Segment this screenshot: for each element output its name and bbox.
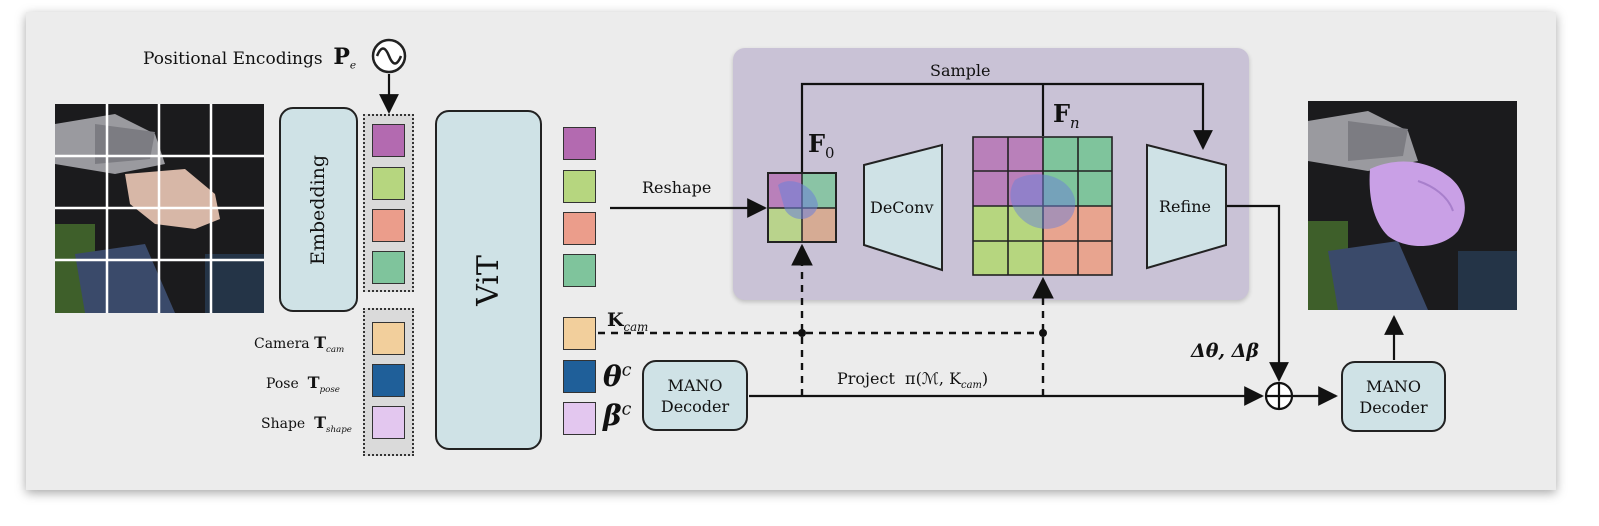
f0-feature-grid [767,172,837,243]
sample-label: Sample [930,61,991,80]
pose-token-label: Pose Tpose [266,373,340,395]
positional-encodings-label: Positional Encodings Pe [143,44,357,72]
f0-label: F0 [808,129,835,162]
deconv-label: DeConv [870,198,934,217]
refine-output-line [1227,204,1289,382]
output-token-purple [563,127,596,160]
output-token-teal [563,254,596,287]
pose-token [372,364,405,397]
shape-token-label: Shape Tshape [261,413,352,435]
camera-token [372,322,405,355]
patch-token-salmon [372,209,405,242]
reshape-label: Reshape [642,178,712,197]
patch-token-teal [372,251,405,284]
output-pose-token [563,360,596,393]
input-image [55,104,264,313]
beta-label: βc [603,399,632,432]
deconv-module-shape [863,143,943,272]
pe-symbol: P [333,44,350,70]
sample-line [800,82,1213,172]
delta-label: Δθ, Δβ [1191,340,1260,362]
mano-decoder-2: MANO Decoder [1341,361,1446,432]
mano-decoder-1: MANO Decoder [642,360,748,431]
refine-module-shape [1146,143,1227,270]
refine-label: Refine [1159,197,1211,216]
vit-module: ViT [435,110,542,450]
circled-plus-icon [1264,381,1294,411]
project-label: Project π(ℳ, Kcam) [837,369,989,392]
kcam-label: Kcam [607,309,649,334]
output-shape-token [563,402,596,435]
embedding-module: Embedding [279,107,358,312]
patch-token-purple [372,124,405,157]
output-image-drawing [1308,101,1517,310]
fn-label: Fn [1053,99,1080,132]
sine-wave-circle-icon [371,38,407,74]
output-camera-token [563,317,596,350]
patch-token-green [372,167,405,200]
output-token-salmon [563,212,596,245]
theta-label: θc [603,360,632,393]
fn-feature-grid [972,136,1113,276]
output-image [1308,101,1517,310]
input-image-drawing [55,104,264,313]
output-token-green [563,170,596,203]
shape-token [372,406,405,439]
camera-token-label: Camera Tcam [254,333,345,355]
pe-subscript: e [349,59,357,72]
